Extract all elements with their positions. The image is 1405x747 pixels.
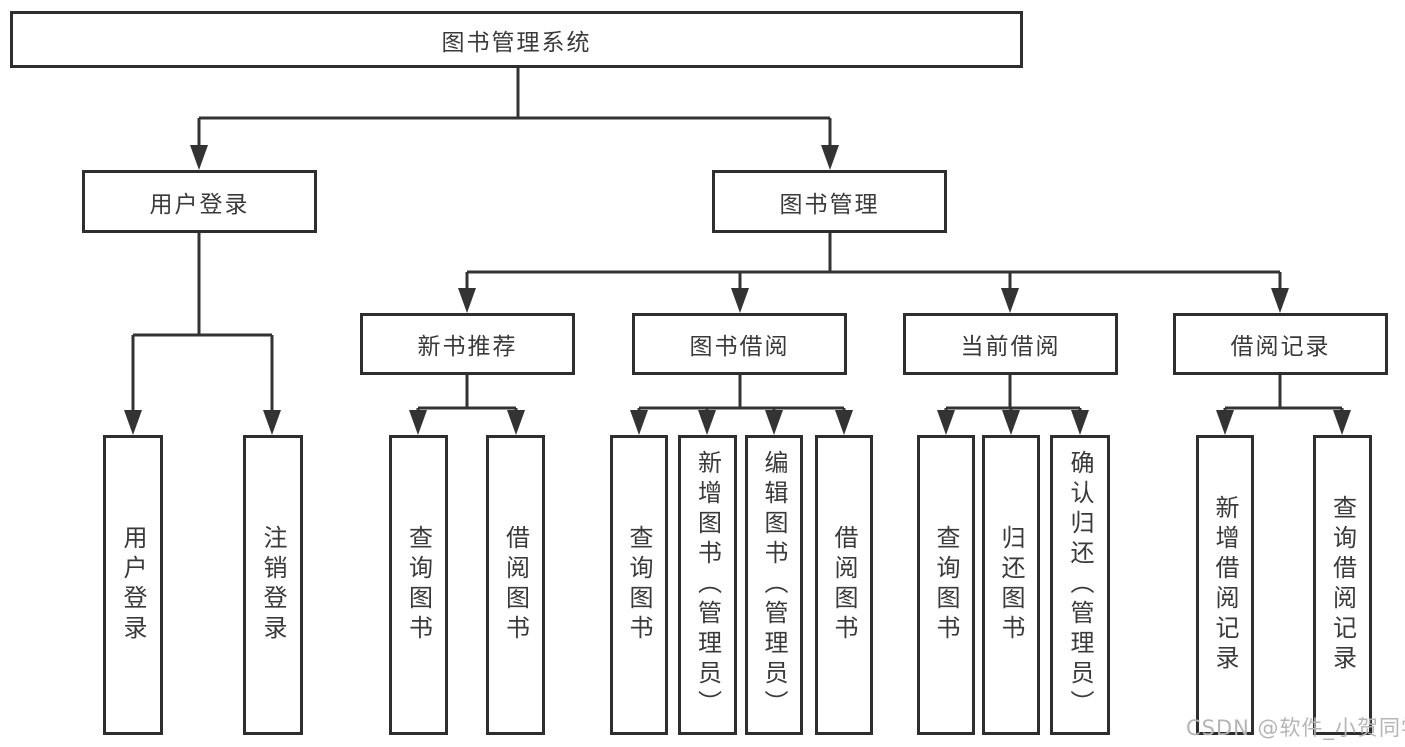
node-borrow-records-label: 借阅记录 — [1230, 334, 1331, 360]
leaf-borrow-books-recommend: 借阅图书 — [486, 435, 545, 735]
leaf-logout: 注销登录 — [243, 435, 303, 735]
leaf-borrow-books: 借阅图书 — [815, 435, 873, 735]
leaf-borrow-books-recommend-label: 借阅图书 — [501, 525, 530, 645]
node-user-login-label: 用户登录 — [149, 191, 250, 218]
csdn-watermark: CSDN @软件_小贺同学 — [1186, 716, 1405, 740]
leaf-return-books-label: 归还图书 — [997, 525, 1025, 645]
node-book-management-label: 图书管理 — [779, 191, 880, 218]
connector-book-borrow-to-leaves — [630, 375, 853, 435]
connector-borrow-records-to-leaves — [1216, 375, 1351, 435]
node-book-management: 图书管理 — [712, 170, 947, 233]
leaf-query-borrow-record-label: 查询借阅记录 — [1328, 495, 1357, 675]
leaf-borrow-books-label: 借阅图书 — [830, 525, 858, 645]
node-new-book-recommend-label: 新书推荐 — [417, 334, 518, 360]
leaf-add-borrow-record: 新增借阅记录 — [1196, 435, 1254, 735]
leaf-confirm-return-admin: 确认归还（管理员） — [1050, 435, 1110, 735]
leaf-edit-books-admin-label: 编辑图书（管理员） — [760, 450, 788, 720]
leaf-query-books-recommend: 查询图书 — [389, 435, 448, 735]
leaf-user-login: 用户登录 — [103, 435, 163, 735]
leaf-user-login-label: 用户登录 — [119, 525, 147, 645]
leaf-edit-books-admin: 编辑图书（管理员） — [745, 435, 803, 735]
leaf-logout-label: 注销登录 — [259, 525, 287, 645]
leaf-query-borrow-record: 查询借阅记录 — [1313, 435, 1372, 735]
node-borrow-records: 借阅记录 — [1173, 313, 1388, 375]
node-current-borrow-label: 当前借阅 — [960, 334, 1061, 360]
connector-current-borrow-to-leaves — [937, 375, 1089, 435]
leaf-query-books-current: 查询图书 — [917, 435, 975, 735]
connector-new-book-recommend-to-leaves — [409, 375, 525, 435]
connector-user-login-to-leaves — [124, 233, 281, 435]
leaf-add-borrow-record-label: 新增借阅记录 — [1211, 495, 1239, 675]
node-root-system: 图书管理系统 — [10, 11, 1023, 68]
node-current-borrow: 当前借阅 — [903, 313, 1118, 375]
node-new-book-recommend: 新书推荐 — [360, 313, 575, 375]
connector-book-management-to-level3 — [458, 233, 1289, 313]
node-user-login: 用户登录 — [82, 170, 317, 233]
node-root-system-label: 图书管理系统 — [441, 29, 592, 56]
leaf-query-books-borrow-label: 查询图书 — [625, 525, 653, 645]
leaf-query-books-current-label: 查询图书 — [932, 525, 960, 645]
leaf-add-books-admin-label: 新增图书（管理员） — [693, 450, 722, 720]
connector-root-to-level2 — [190, 68, 839, 170]
leaf-confirm-return-admin-label: 确认归还（管理员） — [1066, 450, 1094, 720]
leaf-query-books-recommend-label: 查询图书 — [404, 525, 433, 645]
leaf-add-books-admin: 新增图书（管理员） — [678, 435, 737, 735]
leaf-query-books-borrow: 查询图书 — [610, 435, 668, 735]
node-book-borrow-label: 图书借阅 — [689, 334, 790, 360]
node-book-borrow: 图书借阅 — [632, 313, 847, 375]
leaf-return-books: 归还图书 — [982, 435, 1040, 735]
